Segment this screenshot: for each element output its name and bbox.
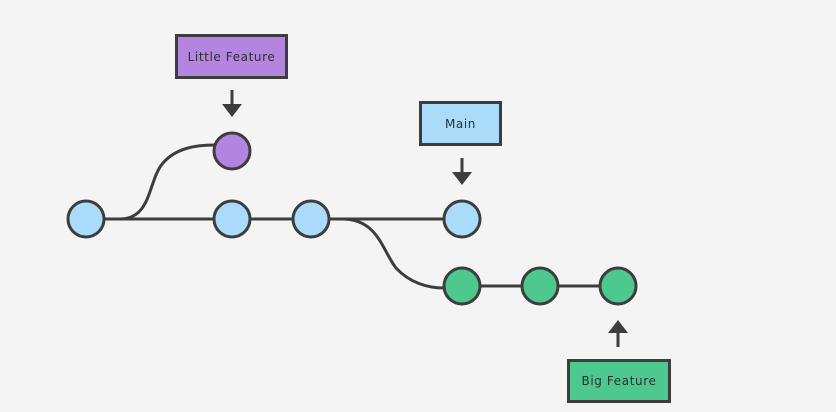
commit-node-main-4[interactable]: [442, 199, 482, 239]
arrow-down-icon-main: [452, 158, 472, 185]
commit-node-main-3[interactable]: [291, 199, 331, 239]
label-box-little-feature[interactable]: Little Feature: [175, 34, 288, 79]
label-text-main: Main: [444, 116, 477, 131]
arrow-down-icon-little-feature: [222, 90, 242, 117]
commit-node-big-feature-2[interactable]: [520, 266, 560, 306]
commit-node-main-1[interactable]: [66, 199, 106, 239]
big-feature-branch-curve: [340, 217, 446, 290]
commit-node-big-feature-1[interactable]: [442, 266, 482, 306]
label-box-main[interactable]: Main: [419, 101, 502, 146]
commit-node-little-feature-1[interactable]: [212, 131, 252, 171]
label-text-little-feature: Little Feature: [187, 49, 276, 64]
commit-node-main-2[interactable]: [212, 199, 252, 239]
little-feature-branch-curve: [118, 143, 216, 221]
label-box-big-feature[interactable]: Big Feature: [567, 359, 671, 403]
label-text-big-feature: Big Feature: [581, 374, 657, 388]
arrow-up-icon-big-feature: [608, 320, 628, 347]
commit-node-big-feature-3[interactable]: [598, 266, 638, 306]
